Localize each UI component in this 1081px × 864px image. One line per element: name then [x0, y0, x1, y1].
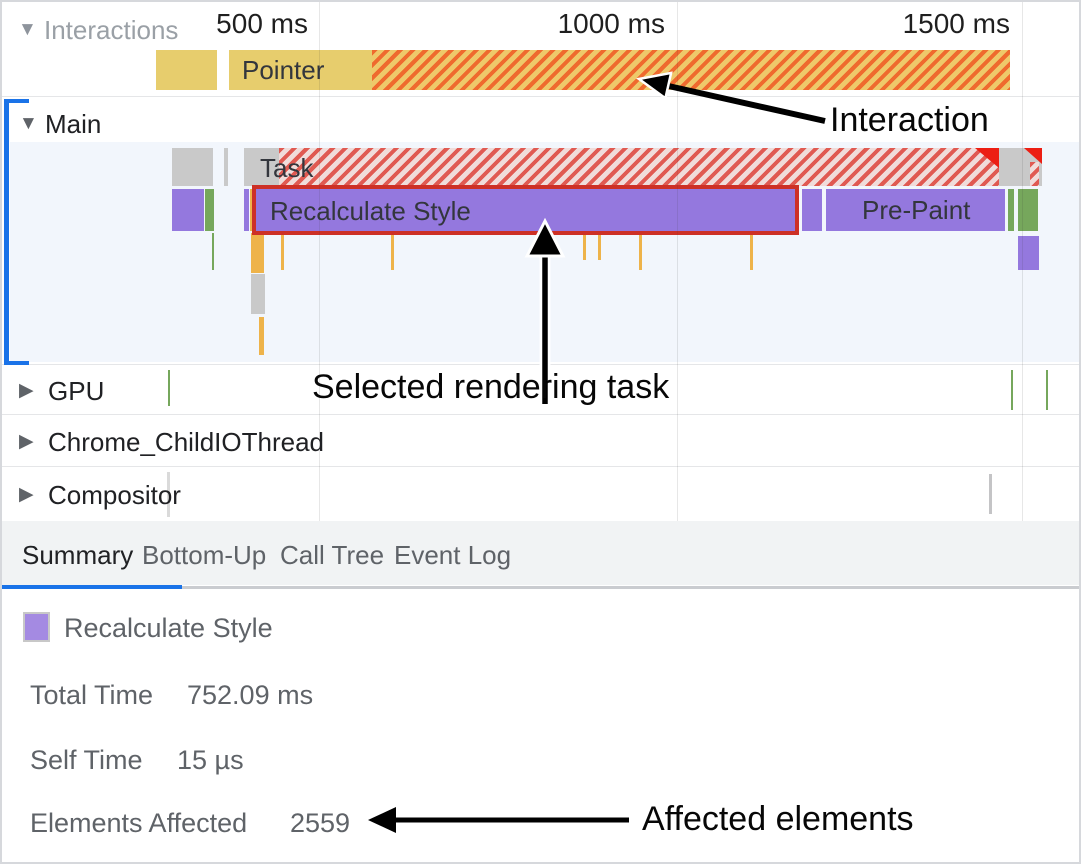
- flame-block-purple-right[interactable]: [1018, 236, 1039, 270]
- annotation-interaction: Interaction: [830, 101, 989, 139]
- summary-event-title: Recalculate Style: [64, 613, 273, 643]
- selected-track-bracket: [4, 99, 29, 365]
- pointer-interaction-label: Pointer: [242, 55, 325, 85]
- gridline-500ms: [319, 2, 320, 585]
- gpu-tick-1[interactable]: [168, 370, 170, 406]
- tab-event-log[interactable]: Event Log: [394, 540, 512, 570]
- style-event-sliver[interactable]: [244, 189, 249, 231]
- flame-tick-orange-3[interactable]: [583, 233, 586, 260]
- paint-event-sliver[interactable]: [1008, 189, 1014, 231]
- childio-collapse-triangle-icon[interactable]: ▶: [19, 431, 34, 452]
- tab-strip: [2, 521, 1079, 585]
- track-label-interactions[interactable]: Interactions: [44, 15, 179, 45]
- pointer-interaction-async-hatched-bar[interactable]: [372, 50, 1010, 90]
- tab-strip-bottom-border: [2, 586, 1079, 589]
- ruler-tick-1000ms: 1000 ms: [557, 8, 665, 39]
- track-label-main[interactable]: Main: [45, 109, 102, 139]
- flame-block-orange[interactable]: [251, 233, 264, 273]
- recalculate-style-bar-label: Recalculate Style: [270, 196, 471, 226]
- compositor-tick-left[interactable]: [167, 472, 170, 517]
- summary-total-time-value: 752.09 ms: [187, 680, 314, 710]
- task-event-bar-1[interactable]: [172, 148, 213, 186]
- paint-event-bar-left[interactable]: [205, 189, 214, 231]
- flame-block-gray[interactable]: [251, 274, 265, 314]
- compositor-collapse-triangle-icon[interactable]: ▶: [19, 484, 34, 505]
- main-expand-triangle-icon[interactable]: ▼: [19, 113, 38, 134]
- ruler-tick-1500ms: 1500 ms: [902, 8, 1010, 39]
- gpu-collapse-triangle-icon[interactable]: ▶: [19, 380, 34, 401]
- track-label-compositor[interactable]: Compositor: [48, 480, 181, 510]
- track-label-gpu[interactable]: GPU: [48, 376, 105, 406]
- task-bar-label: Task: [260, 153, 314, 183]
- summary-self-time-label: Self Time: [30, 745, 143, 775]
- gpu-tick-3[interactable]: [1046, 370, 1048, 410]
- summary-total-time-label: Total Time: [30, 680, 154, 710]
- flame-tick-orange-6[interactable]: [750, 233, 753, 270]
- pre-paint-bar-label: Pre-Paint: [862, 195, 971, 225]
- ruler-tick-500ms: 500 ms: [216, 8, 308, 39]
- interaction-event-bar-small[interactable]: [156, 50, 217, 90]
- summary-self-time-value: 15 µs: [177, 745, 244, 775]
- tab-call-tree[interactable]: Call Tree: [280, 540, 385, 570]
- gpu-tick-2[interactable]: [1011, 370, 1013, 410]
- task-event-bar-2[interactable]: [224, 148, 228, 186]
- selected-recalculate-style-bar[interactable]: Recalculate Style: [252, 185, 799, 235]
- flame-tick-orange-deep[interactable]: [259, 317, 264, 355]
- flame-tick-orange-5[interactable]: [639, 233, 642, 270]
- compositor-tick-right[interactable]: [989, 474, 992, 514]
- flame-tick-green[interactable]: [212, 233, 214, 270]
- gridline-1500ms: [1022, 2, 1023, 585]
- divider-below-interactions: [2, 96, 1079, 97]
- tab-bottom-up[interactable]: Bottom-Up: [142, 540, 267, 570]
- divider-below-gpu: [2, 414, 1079, 415]
- annotation-selected-task: Selected rendering task: [312, 368, 670, 406]
- long-task-stripes-small: [1030, 162, 1039, 186]
- summary-legend-swatch: [23, 612, 50, 642]
- divider-below-main: [2, 364, 1079, 365]
- flame-tick-orange-2[interactable]: [391, 233, 394, 270]
- tab-summary[interactable]: Summary: [22, 540, 134, 570]
- style-event-bar-left[interactable]: [172, 189, 204, 231]
- long-task-bar[interactable]: Task: [244, 148, 999, 186]
- track-label-childio[interactable]: Chrome_ChildIOThread: [48, 427, 325, 457]
- flame-tick-orange-1[interactable]: [281, 233, 284, 270]
- flame-tick-orange-4[interactable]: [598, 233, 601, 260]
- long-task-stripes: [279, 148, 999, 186]
- paint-event-bar-right[interactable]: [1018, 189, 1038, 231]
- summary-elements-affected-label: Elements Affected: [30, 808, 248, 838]
- annotation-affected-elements: Affected elements: [642, 800, 914, 838]
- interactions-expand-triangle-icon[interactable]: ▼: [18, 19, 37, 40]
- summary-elements-affected-value: 2559: [290, 808, 351, 838]
- selected-tab-underline: [2, 585, 182, 589]
- pointer-interaction-bar[interactable]: Pointer: [229, 50, 372, 90]
- style-event-bar-after-selection[interactable]: [802, 189, 822, 231]
- gridline-1000ms: [677, 2, 678, 585]
- divider-below-childio: [2, 466, 1079, 467]
- pre-paint-bar[interactable]: Pre-Paint: [826, 189, 1005, 231]
